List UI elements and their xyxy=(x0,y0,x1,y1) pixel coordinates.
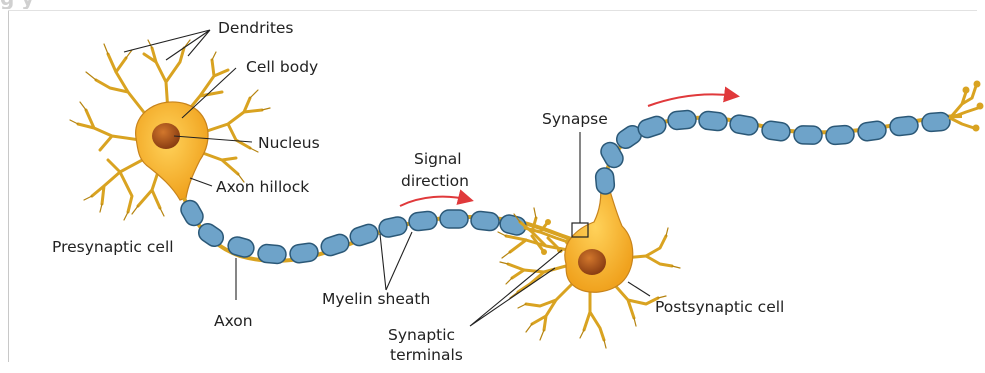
presynaptic-soma xyxy=(136,102,208,200)
label-presynaptic-cell: Presynaptic cell xyxy=(52,238,174,256)
myelin-sheath-segments xyxy=(178,197,528,264)
label-postsynaptic-cell: Postsynaptic cell xyxy=(655,298,784,316)
label-cell-body: Cell body xyxy=(246,58,318,76)
label-synaptic-line1: Synaptic xyxy=(388,326,455,344)
postsynaptic-soma xyxy=(565,184,633,292)
signal-direction-arrow-upper xyxy=(648,94,736,106)
label-myelin-sheath: Myelin sheath xyxy=(322,290,430,308)
label-nucleus: Nucleus xyxy=(258,134,320,152)
label-signal-line1: Signal xyxy=(414,150,462,168)
postsynaptic-myelin-segments xyxy=(595,110,951,195)
label-synapse: Synapse xyxy=(542,110,608,128)
axon-terminal-right xyxy=(950,81,984,132)
label-axon: Axon xyxy=(214,312,253,330)
label-synaptic-line2: terminals xyxy=(390,346,463,364)
label-signal-line2: direction xyxy=(401,172,469,190)
postsynaptic-nucleus xyxy=(578,249,606,275)
label-axon-hillock: Axon hillock xyxy=(216,178,309,196)
label-dendrites: Dendrites xyxy=(218,19,294,37)
signal-direction-arrow xyxy=(400,197,470,206)
